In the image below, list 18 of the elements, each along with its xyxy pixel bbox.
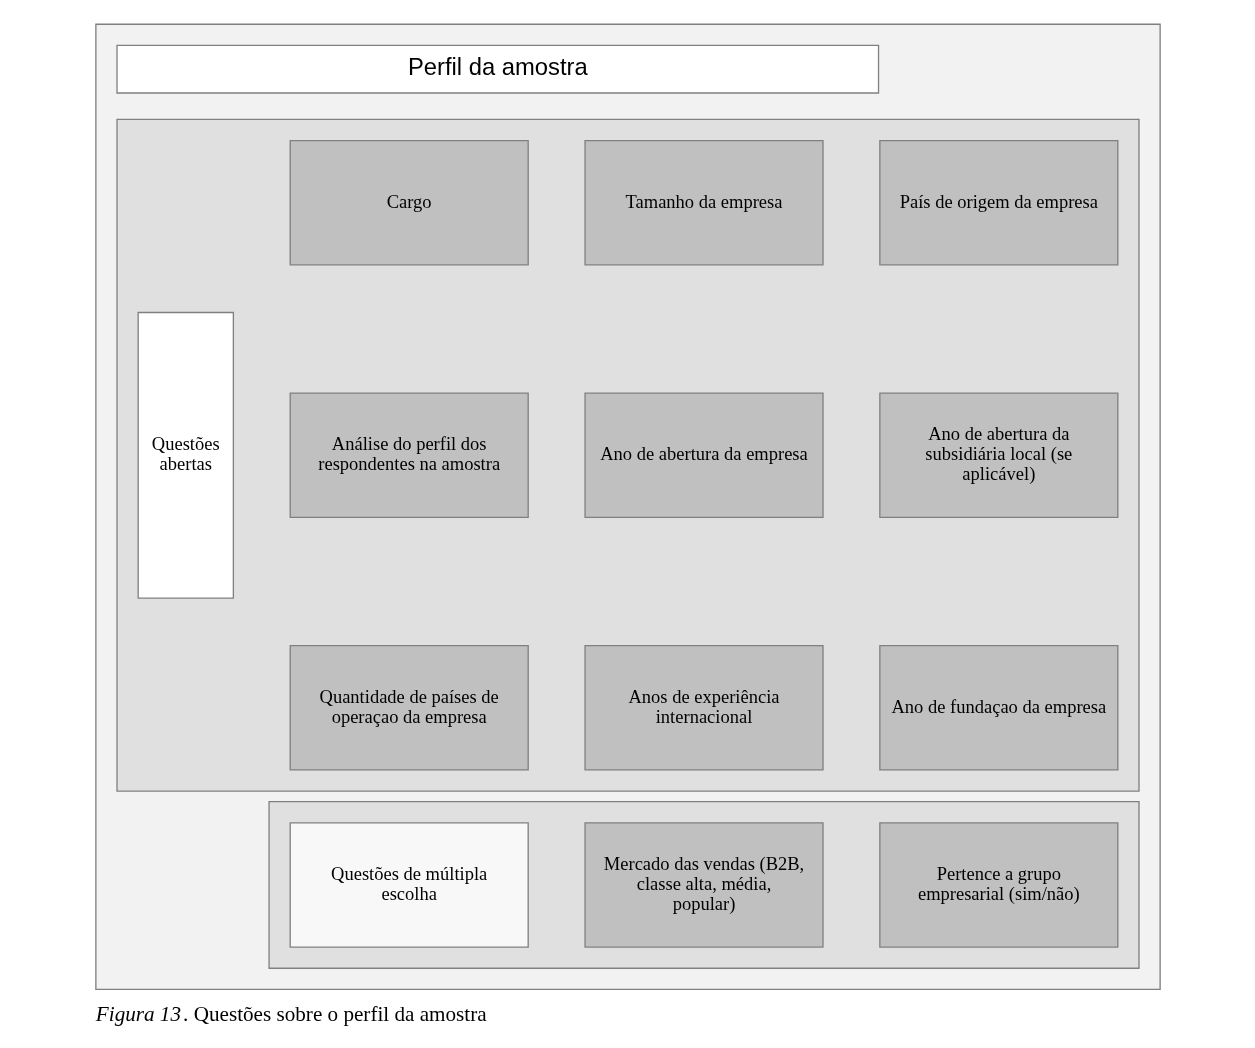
cluster bbox=[267, 801, 1140, 969]
node-box: Anos de experiência internacional bbox=[583, 644, 824, 771]
node-box: Ano de abertura da empresa bbox=[583, 392, 824, 519]
node-box: País de origem da empresa bbox=[878, 139, 1118, 266]
node-box: Ano de abertura da subsidiária local (se aplicável) bbox=[878, 392, 1118, 519]
node-box: Pertence a grupo empresarial (sim/não) bbox=[878, 822, 1118, 948]
node-box: Quantidade de países de operaçao da empresa bbox=[289, 644, 529, 771]
node-box: Perfil da amostra bbox=[115, 44, 879, 94]
node-box: Mercado das vendas (B2B, classe alta, média, popular) bbox=[583, 822, 824, 948]
node-box: Análise do perfil dos respondentes na amostra bbox=[289, 392, 529, 519]
node-box: Questões abertas bbox=[137, 311, 234, 599]
node-box: Questões de múltipla escolha bbox=[289, 822, 529, 948]
cluster bbox=[115, 118, 1140, 792]
node-box: Ano de fundaçao da empresa bbox=[878, 644, 1118, 771]
cluster bbox=[94, 23, 1161, 991]
node-box: Tamanho da empresa bbox=[583, 139, 824, 266]
caption: Figura 13. Questões sobre o perfil da amostra bbox=[95, 1001, 487, 1026]
node-box: Cargo bbox=[289, 139, 529, 266]
